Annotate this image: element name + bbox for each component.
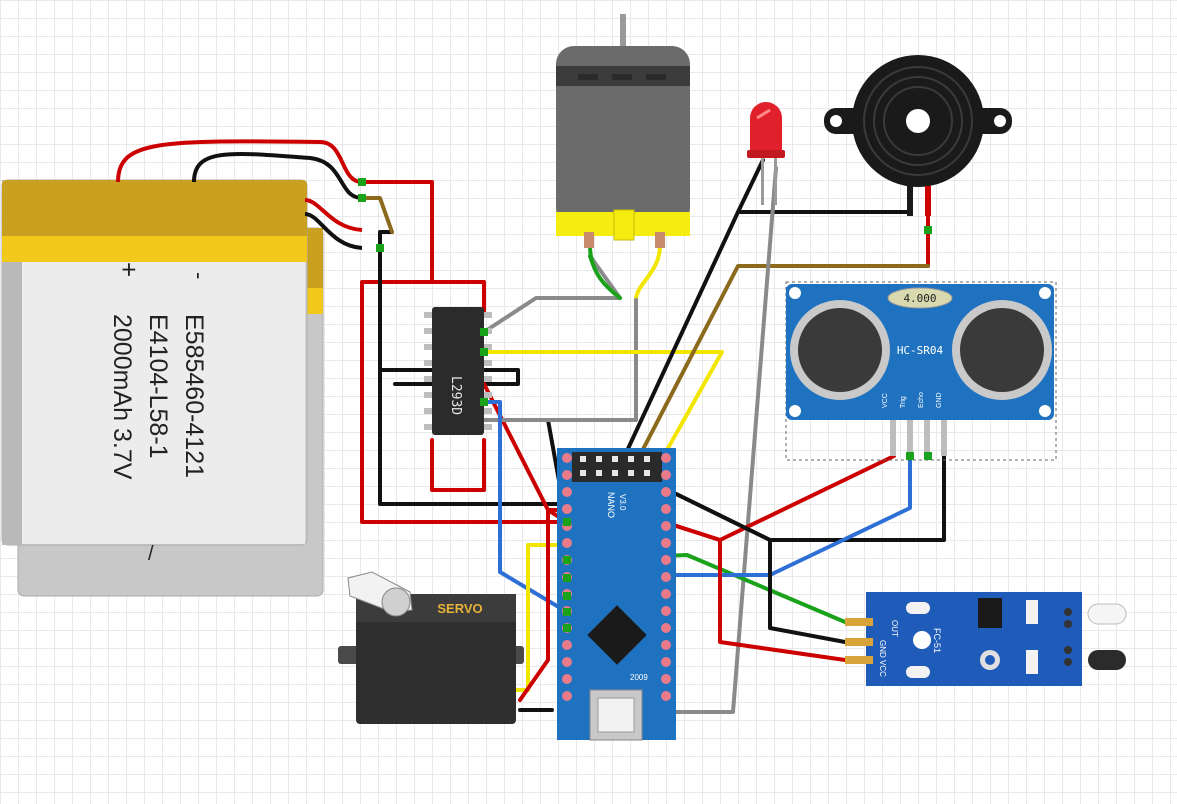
- nano-year: 2009: [630, 673, 648, 682]
- lipo-battery: - + E585460-4121 E4104-L58-1 2000mAh 3.7…: [1, 179, 324, 597]
- battery-plus-label: +: [114, 262, 144, 277]
- wire-end-markers: [358, 178, 932, 632]
- battery-mark: /: [148, 543, 154, 565]
- ir-pin-vcc: VCC: [878, 660, 887, 677]
- crystal-label: 4.000: [903, 292, 936, 305]
- hcsr04-label: HC-SR04: [897, 344, 944, 357]
- battery-minus-label: -: [187, 272, 212, 279]
- nano-version: V3.0: [618, 494, 627, 511]
- ir-pin-gnd: GND: [878, 640, 887, 658]
- hcsr04-pin-echo: Echo: [918, 392, 925, 408]
- hcsr04-pin-gnd: GND: [936, 392, 943, 408]
- nano-name: NANO: [606, 492, 616, 518]
- servo-label: SERVO: [437, 601, 482, 616]
- ultrasonic-sensor: 4.000 HC-SR04 VCC Trig Echo GND: [785, 281, 1057, 461]
- battery-leads: [116, 139, 363, 250]
- chip-label: L293D: [448, 376, 463, 415]
- battery-label-line2: E4104-L58-1: [144, 314, 172, 459]
- hcsr04-pin-vcc: VCC: [882, 393, 889, 408]
- red-led: [747, 102, 785, 205]
- buzzer: [824, 55, 1012, 216]
- ir-pin-out: OUT: [890, 620, 899, 637]
- ir-obstacle-sensor: FC-51 OUT GND VCC: [845, 592, 1127, 686]
- battery-label-line1: E585460-4121: [180, 314, 208, 478]
- l293d-chip: L293D: [424, 307, 492, 435]
- hcsr04-pin-trig: Trig: [900, 396, 907, 408]
- battery-label-line3: 2000mAh 3.7V: [108, 314, 136, 480]
- ir-model-label: FC-51: [932, 628, 942, 653]
- dc-motor: [556, 14, 690, 248]
- servo-motor: SERVO: [338, 571, 524, 724]
- arduino-nano: NANO V3.0 2009: [557, 448, 676, 741]
